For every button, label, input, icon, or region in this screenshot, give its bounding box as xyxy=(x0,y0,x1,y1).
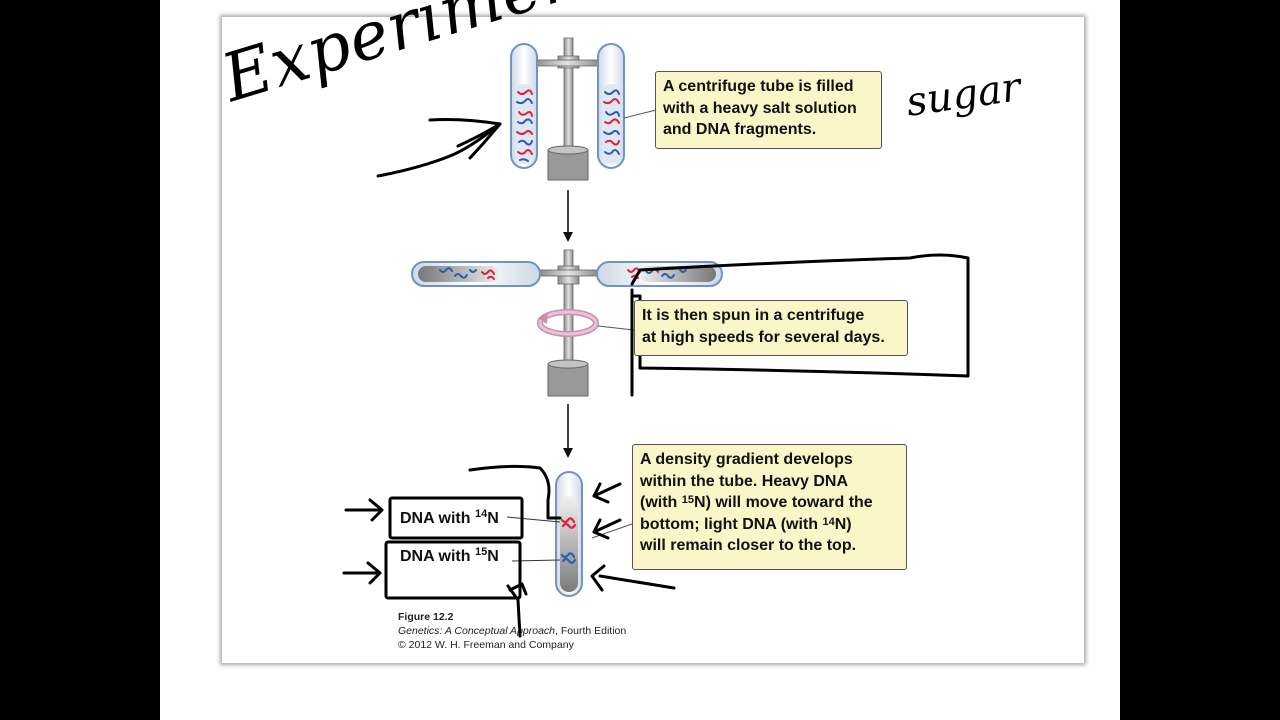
light-dna-band xyxy=(560,517,577,529)
density-gradient-tube xyxy=(506,471,633,597)
callout-text: and DNA fragments. xyxy=(663,121,817,138)
hand-arrow-light-label xyxy=(344,498,384,522)
callout-tube-filled: A centrifuge tube is filled with a heavy… xyxy=(655,71,882,149)
handwriting xyxy=(342,114,970,638)
heavy-dna-band xyxy=(560,552,577,564)
hand-arrow-stage1 xyxy=(376,118,502,178)
hand-arrow-right-1 xyxy=(592,482,622,504)
callout-text: bottom; light DNA (with 14N) xyxy=(640,515,852,533)
callout-text: with a heavy salt solution xyxy=(663,99,857,117)
callout-text: within the tube. Heavy DNA xyxy=(640,472,849,490)
flow-arrow-2 xyxy=(563,404,573,458)
callout-text: A centrifuge tube is filled xyxy=(663,78,854,95)
hand-box-light xyxy=(388,496,524,540)
callout-text: A density gradient develops xyxy=(640,451,853,468)
callout-density-gradient: A density gradient develops within the t… xyxy=(632,444,907,570)
callout-text: will remain closer to the top. xyxy=(640,537,857,554)
label-dna-15n: DNA with 15N xyxy=(400,546,499,565)
callout-text: It is then spun in a centrifuge xyxy=(642,307,865,324)
hand-arrow-to-tube-top xyxy=(468,464,562,520)
label-dna-14n: DNA with 14N xyxy=(400,508,499,527)
hand-arrow-to-tube-bottom xyxy=(506,582,528,638)
figure-caption: Figure 12.2 Genetics: A Conceptual Appro… xyxy=(398,610,626,652)
callout-text: (with 15N) will move toward the xyxy=(640,494,873,511)
figure-number: Figure 12.2 xyxy=(398,611,454,623)
centrifuge-upright xyxy=(510,37,657,181)
callout-spun: It is then spun in a centrifuge at high … xyxy=(634,300,908,356)
dna-fragments-left xyxy=(516,89,533,162)
hand-arrow-right-3 xyxy=(590,564,676,592)
rotation-icon xyxy=(537,309,599,337)
book-reference: Genetics: A Conceptual Approach, Fourth … xyxy=(398,625,627,637)
callout-text: at high speeds for several days. xyxy=(642,328,885,346)
flow-arrow-1 xyxy=(563,190,573,242)
hand-drawn-box xyxy=(630,253,970,397)
dna-fragments-right xyxy=(603,89,620,155)
hand-arrow-right-2 xyxy=(592,518,622,540)
hand-arrow-heavy-label xyxy=(342,561,382,585)
copyright: © 2012 W. H. Freeman and Company xyxy=(398,639,574,651)
hand-box-heavy xyxy=(384,540,522,600)
